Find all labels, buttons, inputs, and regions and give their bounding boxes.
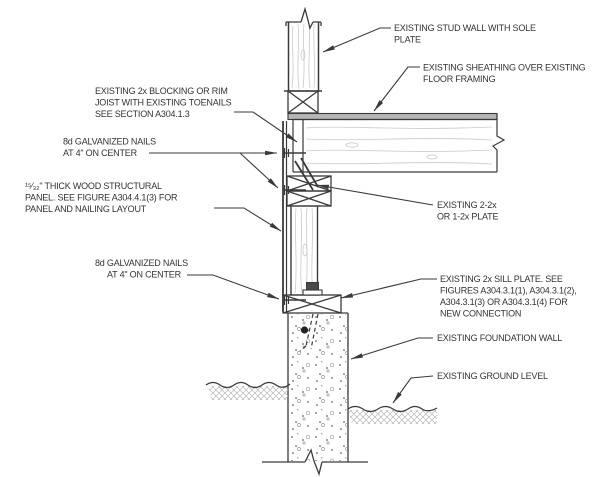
leader-blocking	[234, 111, 298, 143]
wood-grain-texture	[305, 126, 493, 165]
leader-plate	[316, 184, 434, 206]
label-nails-upper: 8d GALVANIZED NAILS AT 4" ON CENTER	[63, 137, 156, 159]
label-line: AT 4" ON CENTER	[107, 270, 182, 280]
label-line: FIGURES A304.3.1(1), A304.3.1(2),	[440, 286, 576, 296]
label-line: PANEL. SEE FIGURE A304.4.1(3) FOR	[25, 193, 178, 203]
label-foundation: EXISTING FOUNDATION WALL	[437, 333, 563, 343]
label-panel: ¹⁵⁄₃₂" THICK WOOD STRUCTURAL PANEL. SEE …	[25, 181, 178, 214]
break-line-icon	[492, 113, 506, 172]
wood-grain-texture	[294, 207, 314, 294]
leader-sill-plate	[340, 278, 437, 299]
label-line: JOIST WITH EXISTING TOENAILS	[95, 98, 232, 108]
leader-nails-upper-2	[239, 152, 279, 189]
leader-foundation	[350, 337, 433, 360]
label-line: EXISTING 2x BLOCKING OR RIM	[95, 86, 228, 96]
label-line: ¹⁵⁄₃₂" THICK WOOD STRUCTURAL	[25, 181, 162, 191]
sill-plate-drawing	[282, 294, 342, 314]
label-ground: EXISTING GROUND LEVEL	[437, 371, 548, 381]
label-line: SEE SECTION A304.1.3	[95, 109, 190, 119]
label-line: EXISTING FOUNDATION WALL	[437, 333, 562, 343]
label-line: 8d GALVANIZED NAILS	[95, 258, 188, 268]
label-blocking: EXISTING 2x BLOCKING OR RIM JOIST WITH E…	[95, 86, 232, 119]
bolt-dot-icon	[300, 326, 309, 334]
label-line: NEW CONNECTION	[440, 309, 521, 319]
leader-panel	[214, 207, 282, 232]
top-plates-drawing	[286, 175, 332, 207]
label-line: A304.3.1(3) OR A304.3.1(4) FOR	[440, 297, 568, 307]
leader-nails-lower	[187, 274, 280, 300]
cripple-stud-drawing	[289, 205, 320, 296]
leader-stud-wall	[322, 27, 391, 53]
ground-right-drawing	[347, 405, 438, 424]
toenails-drawing	[294, 157, 319, 191]
label-line: 8d GALVANIZED NAILS	[63, 137, 156, 147]
label-line: EXISTING 2-2x	[437, 200, 497, 210]
panel-nails-drawing	[283, 148, 306, 305]
label-line: PLATE	[394, 35, 421, 45]
label-stud-wall: EXISTING STUD WALL WITH SOLE PLATE	[394, 23, 536, 45]
floor-sheathing-drawing	[287, 112, 498, 121]
leader-ground	[392, 375, 434, 404]
label-plate: EXISTING 2-2x OR 1-2x PLATE	[437, 200, 499, 222]
label-line: OR 1-2x PLATE	[437, 212, 498, 222]
label-line: FLOOR FRAMING	[423, 74, 496, 84]
label-line: EXISTING 2x SILL PLATE. SEE	[440, 274, 563, 284]
break-line-icon	[304, 448, 323, 477]
label-line: EXISTING GROUND LEVEL	[437, 371, 548, 381]
label-line: EXISTING SHEATHING OVER EXISTING	[423, 63, 586, 73]
anchor-bolt-drawing	[299, 282, 323, 352]
ground-left-drawing	[205, 381, 291, 400]
break-line-icon	[300, 6, 314, 30]
stud-wall-drawing	[284, 6, 322, 92]
embedded-bolt-dashed	[299, 313, 319, 352]
label-nails-lower: 8d GALVANIZED NAILS AT 4" ON CENTER	[95, 258, 188, 280]
label-sill-plate: EXISTING 2x SILL PLATE. SEE FIGURES A304…	[440, 274, 577, 319]
floor-framing-drawing	[292, 113, 506, 173]
sole-plate-drawing	[287, 90, 319, 114]
wood-grain-texture	[291, 23, 316, 90]
leader-sheathing	[373, 66, 420, 112]
label-line: AT 4" ON CENTER	[63, 148, 138, 158]
label-sheathing: EXISTING SHEATHING OVER EXISTING FLOOR F…	[423, 63, 586, 85]
label-line: PANEL AND NAILING LAYOUT	[25, 204, 147, 214]
label-line: EXISTING STUD WALL WITH SOLE	[394, 23, 536, 33]
